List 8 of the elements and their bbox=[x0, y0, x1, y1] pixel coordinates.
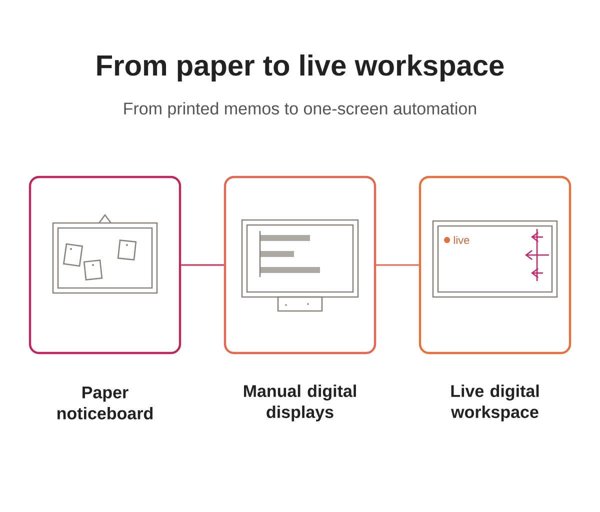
connector-line bbox=[181, 264, 224, 266]
connector-line bbox=[376, 264, 419, 266]
status-label: live bbox=[454, 236, 470, 244]
stage-label: Manual digital displays bbox=[244, 384, 356, 422]
subtitle: From printed memos to one-screen automation bbox=[124, 102, 476, 118]
title: From paper to live workspace bbox=[97, 54, 504, 82]
stage-label: Live digital workspace bbox=[451, 384, 539, 422]
stage-label: Paper noticeboard bbox=[57, 386, 153, 420]
